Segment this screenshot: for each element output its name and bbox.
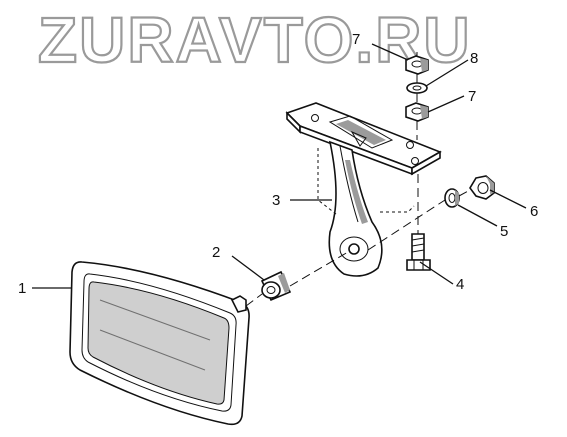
bolt-part-4	[406, 233, 431, 271]
leader-lines	[32, 43, 527, 289]
nut-part-6	[469, 175, 495, 200]
callout-7-upper: 7	[352, 31, 360, 48]
bracket-part-3	[285, 102, 442, 277]
callout-4: 4	[456, 276, 464, 293]
callout-7-lower: 7	[468, 88, 476, 105]
callout-labels: 1 2 3 4 5 6 7 7 8	[18, 31, 538, 297]
callout-2: 2	[212, 244, 220, 261]
callout-6: 6	[530, 203, 538, 220]
watermark: ZURAVTO.RU	[38, 4, 472, 76]
lock-washer-part-5	[444, 188, 460, 208]
headlamp-part-1	[69, 261, 250, 426]
callout-8: 8	[470, 50, 478, 67]
assembly-axis-lines	[245, 52, 471, 307]
nut-part-7-lower	[405, 102, 429, 122]
callout-1: 1	[18, 280, 26, 297]
bushing-part-2	[260, 270, 292, 302]
washer-part-8	[406, 82, 428, 94]
nut-part-7-upper	[405, 55, 429, 75]
callout-3: 3	[272, 192, 280, 209]
callout-5: 5	[500, 223, 508, 240]
